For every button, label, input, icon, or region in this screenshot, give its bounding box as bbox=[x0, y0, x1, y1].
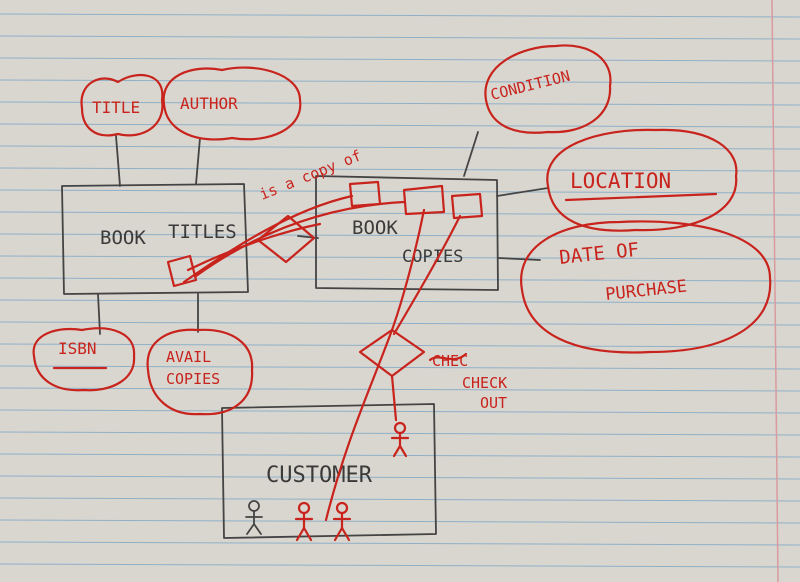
ruled-line bbox=[0, 211, 800, 216]
ruled-line bbox=[0, 497, 800, 502]
author-label: AUTHOR bbox=[180, 94, 238, 113]
ruled-line bbox=[0, 79, 800, 84]
ruled-line bbox=[0, 365, 800, 370]
date-of-purchase-ellipse bbox=[519, 220, 772, 354]
check-out-strike-label: CHEC bbox=[432, 352, 468, 370]
ruled-lines bbox=[0, 13, 800, 568]
check-out-label-2: OUT bbox=[480, 394, 507, 412]
title-ellipse bbox=[80, 74, 164, 137]
customer-figure-black bbox=[245, 500, 263, 535]
checkout-to-customer-line-1 bbox=[324, 328, 394, 522]
ruled-line bbox=[0, 123, 800, 128]
ruled-line bbox=[0, 277, 800, 282]
ruled-line bbox=[0, 453, 800, 458]
check-out-diamond bbox=[358, 328, 426, 378]
copies-to-checkout-line-1 bbox=[390, 208, 426, 332]
ruled-line bbox=[0, 101, 800, 106]
ruled-line bbox=[0, 13, 800, 18]
ruled-line bbox=[0, 409, 800, 414]
book-titles-label-book: BOOK bbox=[100, 227, 146, 249]
title-label: TITLE bbox=[92, 98, 140, 117]
author-link bbox=[195, 137, 201, 185]
location-link bbox=[496, 187, 549, 197]
ruled-line bbox=[0, 255, 800, 260]
condition-label: CONDITION bbox=[489, 67, 572, 104]
ruled-line bbox=[0, 387, 800, 392]
customer-figure-red-3 bbox=[390, 421, 410, 458]
ruled-line bbox=[0, 189, 800, 194]
copies-to-checkout-line-2 bbox=[392, 214, 462, 336]
titles-to-copies-curve-2 bbox=[194, 200, 406, 278]
copies-key-square-3 bbox=[450, 192, 484, 220]
book-titles-box bbox=[61, 183, 249, 295]
ruled-line bbox=[0, 343, 800, 348]
check-out-label-1: CHECK bbox=[462, 374, 507, 392]
location-underline bbox=[564, 192, 718, 202]
copies-key-square-2 bbox=[402, 184, 446, 216]
condition-ellipse bbox=[484, 44, 612, 134]
date-link bbox=[497, 257, 541, 261]
ruled-line bbox=[0, 167, 800, 172]
book-copies-label-copies: COPIES bbox=[402, 247, 463, 267]
ruled-line bbox=[0, 475, 800, 480]
author-ellipse bbox=[162, 66, 302, 141]
titles-key-square bbox=[166, 254, 198, 288]
isbn-ellipse bbox=[32, 327, 136, 392]
ruled-line bbox=[0, 563, 800, 568]
book-copies-box bbox=[315, 175, 499, 291]
strike-scribble bbox=[428, 352, 468, 362]
customer-figure-red-1 bbox=[294, 501, 314, 542]
ruled-line bbox=[0, 541, 800, 546]
is-copy-of-label: is a copy of bbox=[257, 146, 364, 203]
avail-copies-label-1: AVAIL bbox=[166, 348, 211, 366]
book-copies-label-book: BOOK bbox=[352, 217, 398, 239]
title-link bbox=[115, 135, 121, 187]
titles-to-diamond-curve bbox=[186, 222, 322, 272]
location-label: LOCATION bbox=[570, 169, 671, 193]
titles-to-copies-curve-1 bbox=[182, 194, 354, 284]
ruled-line bbox=[0, 57, 800, 62]
customer-figure-red-2 bbox=[332, 501, 352, 542]
copies-key-square-1 bbox=[348, 180, 382, 208]
ruled-line bbox=[0, 233, 800, 238]
avail-copies-label-2: COPIES bbox=[166, 370, 220, 388]
book-titles-label-titles: TITLES bbox=[168, 221, 237, 243]
checkout-to-customer-line-2 bbox=[390, 374, 398, 422]
ruled-line bbox=[0, 35, 800, 40]
location-ellipse bbox=[546, 128, 738, 232]
avail-copies-ellipse bbox=[146, 328, 254, 416]
date-label-1: DATE OF bbox=[558, 239, 640, 269]
isbn-label: ISBN bbox=[58, 339, 97, 358]
margin-line bbox=[771, 0, 779, 582]
customer-label: CUSTOMER bbox=[266, 463, 373, 488]
condition-link bbox=[463, 131, 479, 177]
ruled-line bbox=[0, 145, 800, 150]
ruled-line bbox=[0, 519, 800, 524]
ruled-line bbox=[0, 299, 800, 304]
